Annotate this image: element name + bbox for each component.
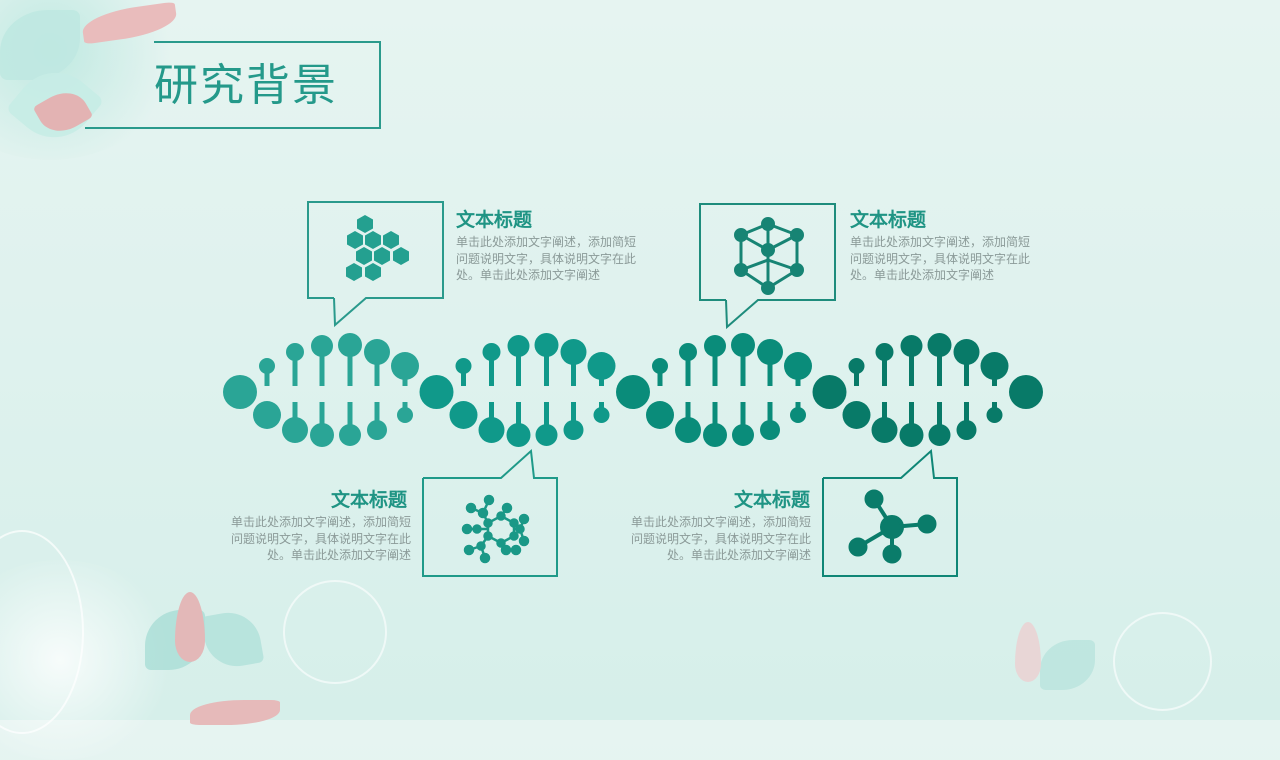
flower-petal-decoration [0,10,80,80]
item-2-title: 文本标题 [850,209,927,231]
pink-leaf-decoration [1015,622,1041,682]
pink-leaf-decoration [190,700,280,725]
desc-line: 单击此处添加文字阐述，添加简短 [230,515,411,529]
page-title: 研究背景 [154,60,338,111]
item-3-description: 单击此处添加文字阐述，添加简短 问题说明文字，具体说明文字在此 处。单击此处添加… [206,514,411,564]
callout-box-2 [699,203,836,330]
item-4-description: 单击此处添加文字阐述，添加简短 问题说明文字，具体说明文字在此 处。单击此处添加… [606,514,811,564]
bubble-decoration [0,530,84,734]
bubble-decoration [1113,612,1212,711]
desc-line: 处。单击此处添加文字阐述 [456,268,601,282]
item-2-description: 单击此处添加文字阐述，添加简短 问题说明文字，具体说明文字在此 处。单击此处添加… [850,234,1055,284]
callout-box-4 [822,448,958,577]
callout-box-3 [422,448,558,577]
item-1-description: 单击此处添加文字阐述，添加简短 问题说明文字，具体说明文字在此 处。单击此处添加… [456,234,661,284]
desc-line: 问题说明文字，具体说明文字在此 [850,251,1031,266]
item-1-title: 文本标题 [456,209,533,231]
callout-box-1 [307,201,444,328]
item-4-title: 文本标题 [733,489,810,511]
desc-line: 处。单击此处添加文字阐述 [266,548,411,562]
desc-line: 处。单击此处添加文字阐述 [850,268,995,282]
desc-line: 处。单击此处添加文字阐述 [666,548,811,562]
teal-leaf-decoration [145,610,205,670]
desc-line: 单击此处添加文字阐述，添加简短 [456,235,637,249]
benzene-molecule-icon [461,494,530,564]
item-3-title: 文本标题 [330,489,407,511]
desc-line: 单击此处添加文字阐述，添加简短 [630,515,811,529]
cube-network-icon [734,217,804,295]
title-frame-border [85,41,381,129]
teal-leaf-decoration [1040,640,1095,690]
dna-helix-diagram [223,333,1043,447]
dna-segment [223,333,1043,447]
desc-line: 问题说明文字，具体说明文字在此 [230,531,411,546]
molecule-node-icon [848,489,937,564]
background-glow [0,560,180,760]
bubble-decoration [283,580,387,684]
teal-leaf-decoration [200,607,265,672]
hexagon-cluster-icon [346,215,409,281]
desc-line: 问题说明文字，具体说明文字在此 [456,251,637,266]
desc-line: 问题说明文字，具体说明文字在此 [630,531,811,546]
desc-line: 单击此处添加文字阐述，添加简短 [850,235,1031,249]
pink-leaf-decoration [175,592,205,662]
